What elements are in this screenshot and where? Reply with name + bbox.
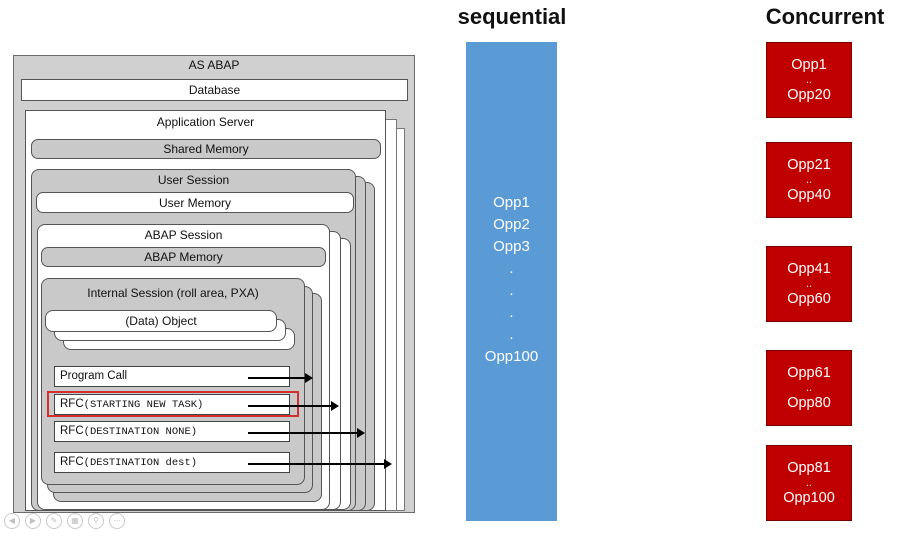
rfc-destination-none-prefix: RFC	[60, 425, 84, 437]
rfc-new-task-arrow	[248, 405, 332, 407]
rfc-destination-none-row: RFC(DESTINATION NONE)	[54, 421, 290, 442]
concurrent-box: Opp61 .. Opp80	[766, 350, 852, 426]
sequential-bar	[466, 42, 557, 521]
arrow-head-icon	[384, 459, 392, 469]
concurrent-box-last: Opp40	[787, 187, 831, 203]
concurrent-box-dots: ..	[805, 174, 813, 186]
sequential-item: Opp1	[493, 194, 530, 211]
concurrent-box: Opp21 .. Opp40	[766, 142, 852, 218]
zoom-icon[interactable]: ⚲	[88, 513, 104, 529]
rfc-new-task-keyword: (STARTING NEW TASK)	[83, 399, 204, 411]
copy-icon[interactable]: ▦	[67, 513, 83, 529]
concurrent-box-last: Opp60	[787, 291, 831, 307]
user-memory-pill	[36, 192, 354, 213]
concurrent-box-dots: ..	[805, 278, 813, 290]
concurrent-box: Opp41 .. Opp60	[766, 246, 852, 322]
rfc-new-task-row: RFC(STARTING NEW TASK)	[54, 394, 290, 415]
more-icon[interactable]: ⋯	[109, 513, 125, 529]
sequential-dot: .	[509, 282, 514, 299]
program-call-label: Program Call	[60, 370, 128, 382]
abap-memory-pill	[41, 247, 326, 267]
sequential-item: Opp2	[493, 216, 530, 233]
user-memory-label: User Memory	[158, 196, 231, 210]
program-call-row: Program Call	[54, 366, 290, 387]
play-icon[interactable]: ▶	[25, 513, 41, 529]
as-abap-label: AS ABAP	[188, 58, 240, 72]
concurrent-box-first: Opp1	[791, 57, 827, 73]
abap-session-label: ABAP Session	[144, 228, 223, 242]
concurrent-box-last: Opp80	[787, 395, 831, 411]
sequential-heading: sequential	[457, 4, 567, 29]
prev-icon[interactable]: ◀	[4, 513, 20, 529]
concurrent-box-first: Opp61	[787, 365, 831, 381]
rfc-destination-none-keyword: (DESTINATION NONE)	[83, 426, 198, 438]
pen-icon[interactable]: ✎	[46, 513, 62, 529]
data-object-label: (Data) Object	[125, 314, 197, 328]
concurrent-box-first: Opp41	[787, 261, 831, 277]
data-object-box	[45, 310, 277, 332]
user-session-label: User Session	[157, 173, 230, 187]
rfc-destination-dest-keyword: (DESTINATION dest)	[83, 457, 198, 469]
rfc-destination-dest-row: RFC(DESTINATION dest)	[54, 452, 290, 473]
concurrent-box-first: Opp21	[787, 157, 831, 173]
rfc-destination-dest-prefix: RFC	[60, 456, 84, 468]
concurrent-box-dots: ..	[805, 74, 813, 86]
concurrent-box: Opp81 .. Opp100	[766, 445, 852, 521]
rfc-destination-dest-arrow	[248, 463, 385, 465]
shared-memory-pill	[31, 139, 381, 159]
arrow-head-icon	[357, 428, 365, 438]
database-label: Database	[188, 83, 241, 97]
rfc-new-task-prefix: RFC	[60, 398, 84, 410]
program-call-arrow	[248, 377, 306, 379]
concurrent-box-dots: ..	[805, 477, 813, 489]
concurrent-box-last: Opp100	[783, 490, 835, 506]
rfc-destination-none-arrow	[248, 432, 358, 434]
arrow-head-icon	[331, 401, 339, 411]
concurrent-heading: Concurrent	[765, 4, 885, 29]
sequential-item: Opp100	[484, 348, 539, 365]
database-box	[21, 79, 408, 101]
sequential-list: Opp1 Opp2 Opp3 . . . . Opp100	[466, 192, 557, 368]
concurrent-box-last: Opp20	[787, 87, 831, 103]
concurrent-box-dots: ..	[805, 382, 813, 394]
internal-session-label: Internal Session (roll area, PXA)	[87, 286, 259, 300]
sequential-dot: .	[509, 260, 514, 277]
shared-memory-label: Shared Memory	[163, 142, 249, 156]
sequential-dot: .	[509, 304, 514, 321]
rfc-new-task-highlight	[47, 391, 299, 417]
application-server-label: Application Server	[156, 115, 255, 129]
concurrent-box-first: Opp81	[787, 460, 831, 476]
abap-memory-label: ABAP Memory	[144, 250, 223, 264]
sequential-item: Opp3	[493, 238, 530, 255]
arrow-head-icon	[305, 373, 313, 383]
sequential-dot: .	[509, 326, 514, 343]
concurrent-box: Opp1 .. Opp20	[766, 42, 852, 118]
presentation-toolbar: ◀ ▶ ✎ ▦ ⚲ ⋯	[4, 513, 125, 529]
